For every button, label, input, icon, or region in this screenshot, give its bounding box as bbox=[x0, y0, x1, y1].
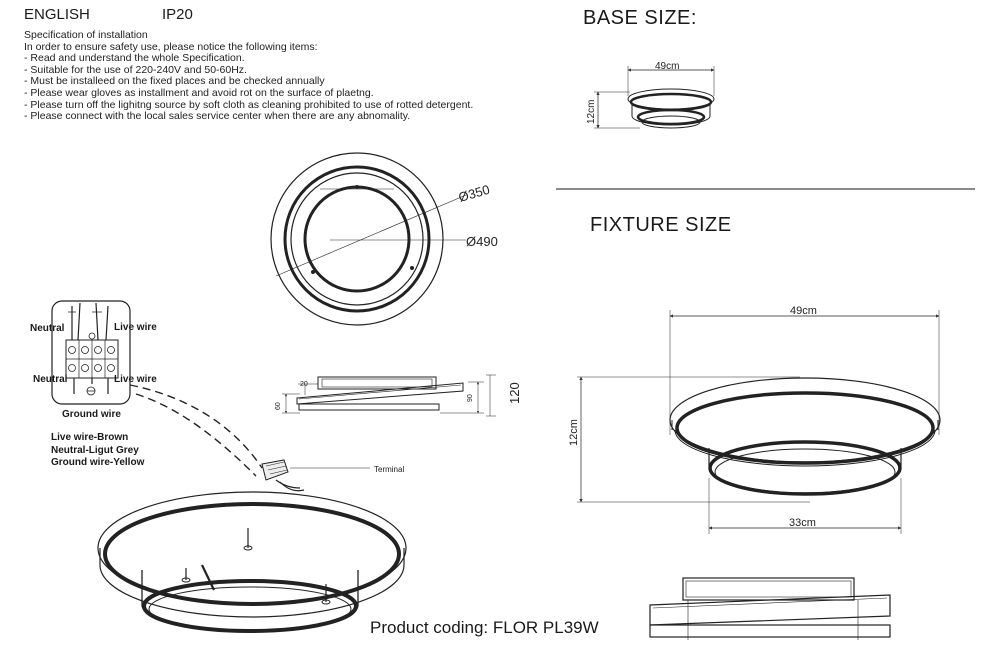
spec-item: - Please turn off the lighitng source by… bbox=[24, 98, 474, 111]
spec-item: - Read and understand the whole Specific… bbox=[24, 52, 245, 65]
fixture-side-elevation bbox=[649, 577, 891, 640]
ip-rating-label: IP20 bbox=[162, 6, 193, 23]
outer-diameter-dim: Ø490 bbox=[466, 234, 498, 249]
live-bottom-label: Live wire bbox=[114, 374, 157, 385]
spec-intro: In order to ensure safety use, please no… bbox=[24, 40, 318, 53]
terminal-block-diagram bbox=[51, 300, 131, 405]
spec-title: Specification of installation bbox=[24, 29, 148, 41]
spec-block: Specification of installation In order t… bbox=[24, 29, 474, 123]
neutral-bottom-label: Neutral bbox=[33, 374, 68, 385]
language-label: ENGLISH bbox=[24, 6, 90, 23]
top-view-drawing bbox=[270, 152, 467, 326]
dim-90: 90 bbox=[467, 394, 474, 402]
inner-diameter-dim: Ø350 bbox=[457, 182, 492, 205]
product-coding: Product coding: FLOR PL39W bbox=[370, 618, 599, 637]
spec-item: - Please connect with the local sales se… bbox=[24, 110, 411, 123]
ground-wire-label: Ground wire bbox=[62, 409, 121, 420]
dim-60: 60 bbox=[275, 402, 282, 410]
fixture-size-title: FIXTURE SIZE bbox=[590, 214, 732, 236]
side-view-drawing bbox=[282, 374, 496, 417]
legend-ground: Ground wire-Yellow bbox=[51, 457, 145, 468]
spec-item: - Please wear gloves as installment and … bbox=[24, 86, 374, 99]
wire-legend: Live wire-Brown Neutral-Ligut Grey Groun… bbox=[51, 432, 144, 470]
fixture-bottom-width-dim: 33cm bbox=[789, 517, 816, 529]
spec-item: - Must be installeed on the fixed places… bbox=[24, 75, 325, 88]
fixture-perspective bbox=[97, 491, 407, 633]
fixture-height-dim: 12cm bbox=[568, 419, 580, 446]
terminal-connector bbox=[261, 459, 370, 492]
base-width-dim: 49cm bbox=[655, 61, 679, 72]
dim-120: 120 bbox=[507, 382, 522, 404]
wire-path bbox=[129, 384, 263, 477]
base-size-drawing bbox=[594, 66, 715, 129]
fixture-size-drawing bbox=[577, 310, 941, 534]
fixture-width-dim: 49cm bbox=[790, 305, 817, 317]
base-size-title: BASE SIZE: bbox=[583, 7, 697, 29]
terminal-label: Terminal bbox=[374, 465, 405, 474]
legend-neutral: Neutral-Ligut Grey bbox=[51, 444, 139, 456]
legend-live: Live wire-Brown bbox=[51, 432, 129, 443]
live-top-label: Live wire bbox=[114, 322, 157, 333]
neutral-top-label: Neutral bbox=[30, 323, 65, 334]
dim-20: 20 bbox=[300, 381, 308, 388]
base-height-dim: 12cm bbox=[586, 100, 597, 124]
spec-item: - Suitable for the use of 220-240V and 5… bbox=[24, 63, 247, 76]
